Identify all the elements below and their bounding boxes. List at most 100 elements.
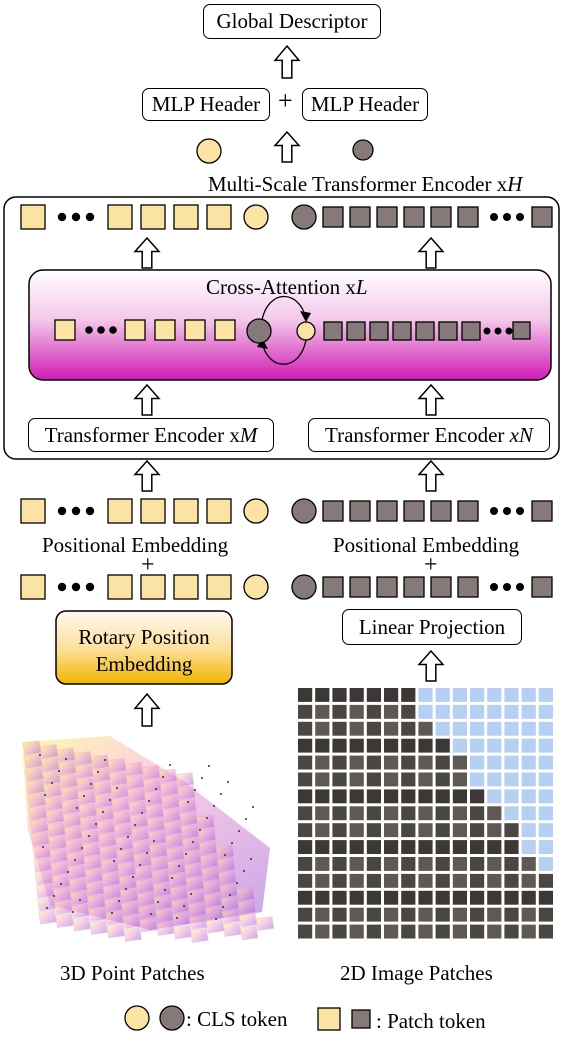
point-dot (213, 805, 215, 807)
image-patch (452, 890, 467, 905)
patch-token (184, 319, 206, 341)
point-patch (134, 865, 153, 881)
point-dot (215, 918, 217, 920)
point-dot (139, 864, 141, 866)
point-dot (39, 754, 41, 756)
image-patch (384, 806, 399, 821)
patch-token (322, 206, 344, 228)
ellipsis-dot (85, 326, 93, 334)
image-patch (418, 823, 433, 838)
point-patch (112, 810, 131, 825)
point-patch (33, 857, 52, 873)
point-patch (24, 753, 43, 769)
image-patch (349, 823, 364, 838)
ellipsis-dot (71, 582, 81, 592)
point-dot (199, 829, 201, 831)
ellipsis-dot (57, 506, 67, 516)
point-patch (123, 927, 142, 942)
point-patch (219, 883, 238, 898)
cls-token (124, 1005, 150, 1031)
image-patch (487, 806, 502, 821)
point-patch (34, 870, 54, 886)
cls-token (243, 498, 269, 524)
global-descriptor-box: Global Descriptor (203, 4, 381, 39)
point-patch (75, 764, 94, 779)
point-patch (220, 896, 239, 911)
image-patch (366, 907, 381, 922)
image-patch (487, 738, 502, 753)
image-patch (470, 857, 485, 871)
image-patch (470, 840, 485, 854)
point-patch (185, 876, 204, 891)
image-patch (332, 806, 347, 821)
ellipsis-dot (57, 212, 67, 222)
point-patch (121, 901, 140, 916)
point-dot (231, 842, 233, 844)
image-patch (521, 704, 536, 719)
patch-token (322, 500, 344, 522)
point-dot (164, 889, 166, 891)
image-patch (538, 857, 553, 871)
image-patch (418, 721, 433, 736)
image-patch (452, 924, 467, 939)
image-patch (366, 772, 381, 787)
image-patch (504, 823, 519, 838)
image-patch (470, 873, 485, 888)
point-dot (245, 818, 247, 820)
point-patch (85, 881, 105, 896)
image-patch (418, 873, 433, 888)
patch-token (20, 498, 46, 524)
point-patch (60, 786, 79, 802)
point-dot (176, 917, 178, 919)
point-patch (136, 891, 156, 907)
patch-token (173, 204, 199, 230)
image-patch (418, 755, 433, 770)
point-patch (71, 903, 90, 919)
point-dot (104, 759, 106, 761)
image-patch (401, 704, 416, 719)
image-patch (538, 789, 553, 804)
image-patch (418, 840, 433, 854)
point-patch (206, 918, 225, 934)
image-patch (384, 873, 399, 888)
image-patch (366, 721, 381, 736)
point-patch (73, 751, 93, 766)
point-patch (37, 896, 56, 912)
image-patch (452, 840, 467, 854)
caption-3d-point-patches: 3D Point Patches (60, 961, 205, 985)
point-patch (141, 765, 161, 780)
point-dot (229, 894, 231, 896)
point-dot (155, 788, 157, 790)
point-patch (44, 796, 63, 811)
image-patch (504, 704, 519, 719)
image-patch (366, 738, 381, 753)
image-patch (401, 857, 416, 871)
image-patch (384, 890, 399, 905)
point-patch (110, 784, 129, 799)
image-patch (298, 704, 313, 719)
point-dot (194, 789, 196, 791)
point-patch (79, 816, 99, 831)
patch-token (140, 204, 166, 230)
image-patch (452, 806, 467, 821)
point-patch (36, 883, 55, 899)
image-patch (298, 789, 313, 804)
image-patch (298, 755, 313, 770)
ellipsis-dot (505, 327, 513, 335)
point-patch (217, 857, 236, 872)
image-patch (418, 704, 433, 719)
point-dot (162, 776, 164, 778)
cls-token (196, 138, 222, 164)
image-patch (487, 789, 502, 804)
point-dot (252, 806, 254, 808)
point-patch (47, 822, 66, 837)
image-patch (418, 688, 433, 702)
image-patch (401, 890, 416, 905)
image-patch (332, 907, 347, 922)
positional-embedding-left-label: Positional Embedding (42, 533, 229, 557)
point-dot (150, 913, 152, 915)
point-patch (53, 887, 72, 902)
point-patch (26, 779, 45, 795)
point-patch (118, 875, 137, 890)
image-patch (332, 772, 347, 787)
